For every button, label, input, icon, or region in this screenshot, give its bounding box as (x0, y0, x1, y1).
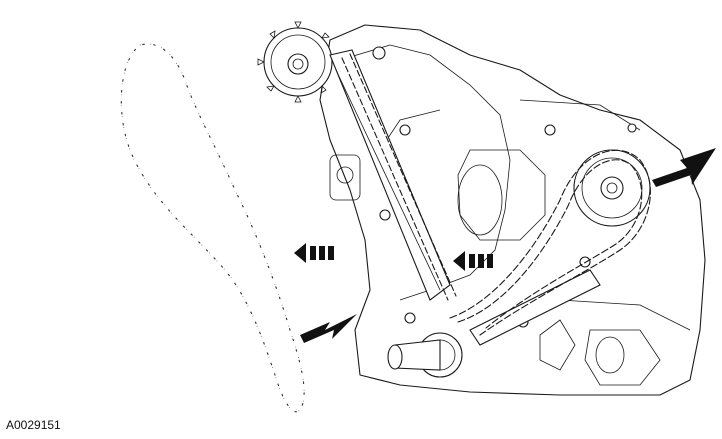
timing-chain-loose (119, 42, 307, 414)
figure-id-label: A0029151 (6, 418, 61, 432)
chain-tensioner-arm (469, 269, 601, 346)
camshaft-sprocket-left (257, 21, 339, 103)
dashed-arrow-left-2 (453, 251, 493, 271)
large-arrow-right-sprocket (652, 148, 716, 187)
engine-front-cover (319, 24, 706, 396)
chain-guide (329, 49, 451, 301)
installed-chain (341, 53, 651, 336)
large-arrow-loose-chain (300, 314, 357, 343)
dashed-arrow-left-1 (294, 243, 334, 263)
crankshaft-sprocket (387, 332, 463, 378)
